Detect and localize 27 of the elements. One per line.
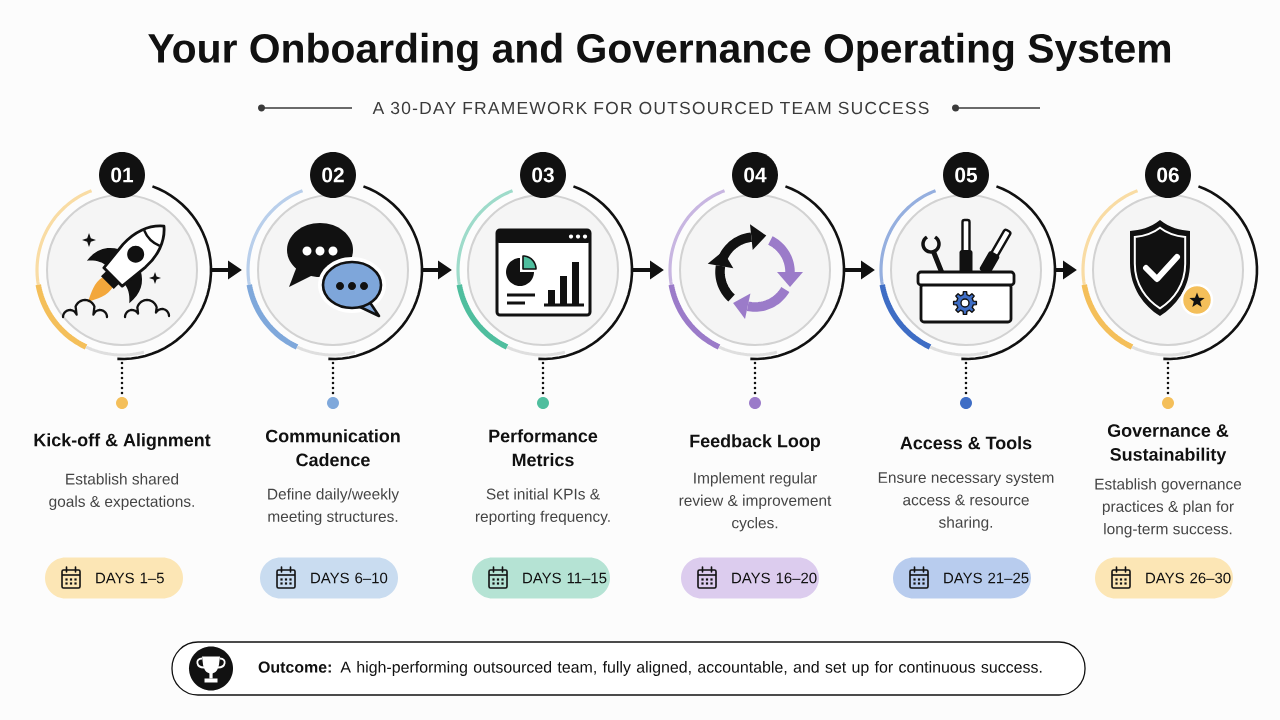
number-badge: 04 [732,152,778,198]
connector-line [1166,361,1170,396]
step-title: Governance & Sustainability [1107,424,1229,465]
step-description: Ensure necessary system access & resource sharing. [878,472,1054,531]
subtitle: A 30-DAY FRAMEWORK FOR OUTSOURCED TEAM SUCCESS [372,101,929,115]
step-description: Establish shared goals & expectations. [49,473,194,510]
connector-line [541,361,545,396]
step-title: Feedback Loop [690,434,820,451]
step-description: Implement regular review & improvement cycles. [679,472,832,532]
connector-line [753,361,757,396]
number-badge: 01 [99,152,145,198]
step-description: Set initial KPIs & reporting frequency. [475,488,610,525]
step-title: Performance Metrics [489,429,598,467]
connector-line [964,361,968,396]
number-badge: 02 [310,152,356,198]
connector-line [120,361,124,396]
step-description: Establish governance practices & plan for long-term success. [1095,478,1242,538]
step-title: Access & Tools [900,436,1032,450]
number-badge: 05 [943,152,989,198]
step-description: Define daily/weekly meeting structures. [268,488,399,525]
step-title: Kick-off & Alignment [34,433,211,450]
outcome-banner: Outcome: A high-performing outsourced team, fully aligned, accountable, and set up for continuous success. [171,641,1086,696]
connector-line [331,361,335,396]
step-title: Communication Cadence [266,429,400,467]
number-badge: 06 [1145,152,1191,198]
title: Your Onboarding and Governance Operating System [148,32,1171,72]
number-badge: 03 [520,152,566,198]
